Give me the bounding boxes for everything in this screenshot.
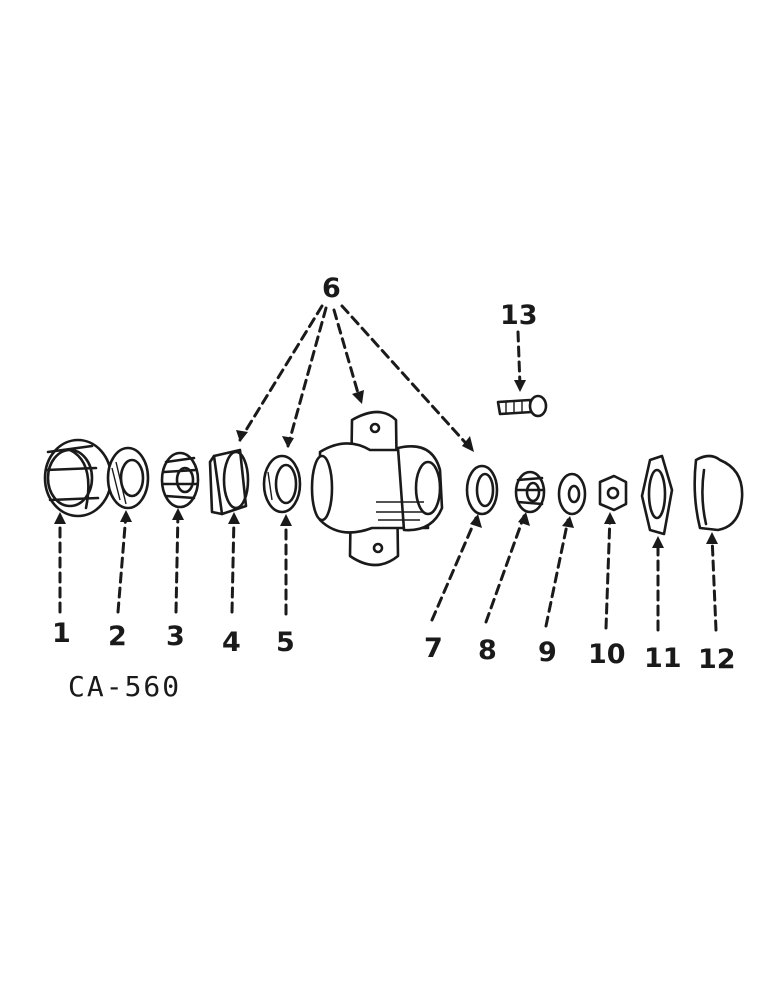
callout-7: 7: [424, 633, 443, 664]
part-10-nut-icon: [598, 474, 628, 512]
callout-1: 1: [52, 618, 71, 649]
part-6-hub-icon: [310, 410, 444, 567]
callout-13: 13: [500, 300, 538, 331]
part-4-bearing-cup-icon: [208, 448, 250, 516]
part-9-washer-icon: [557, 472, 587, 516]
part-2-seal-icon: [106, 446, 150, 510]
part-7-bearing-cup-icon: [465, 464, 499, 516]
callout-9: 9: [538, 637, 557, 668]
part-5-bearing-cup-icon: [262, 454, 302, 514]
leader-lines: [58, 304, 718, 632]
drawing-code-label: CA-560: [68, 670, 181, 703]
part-3-bearing-cone-icon: [160, 451, 200, 509]
part-13-bolt-icon: [496, 394, 548, 418]
part-1-cap-icon: [43, 438, 113, 518]
callout-6: 6: [322, 273, 341, 304]
arrowheads: [54, 380, 718, 548]
callout-12: 12: [698, 644, 736, 675]
callout-4: 4: [222, 627, 241, 658]
callout-2: 2: [108, 621, 127, 652]
callout-5: 5: [276, 627, 295, 658]
part-8-bearing-cone-icon: [514, 470, 546, 514]
callout-3: 3: [166, 621, 185, 652]
callout-11: 11: [644, 643, 682, 674]
callout-8: 8: [478, 635, 497, 666]
part-11-gasket-icon: [640, 454, 674, 536]
callout-10: 10: [588, 639, 626, 670]
part-12-hub-cap-icon: [693, 454, 744, 532]
